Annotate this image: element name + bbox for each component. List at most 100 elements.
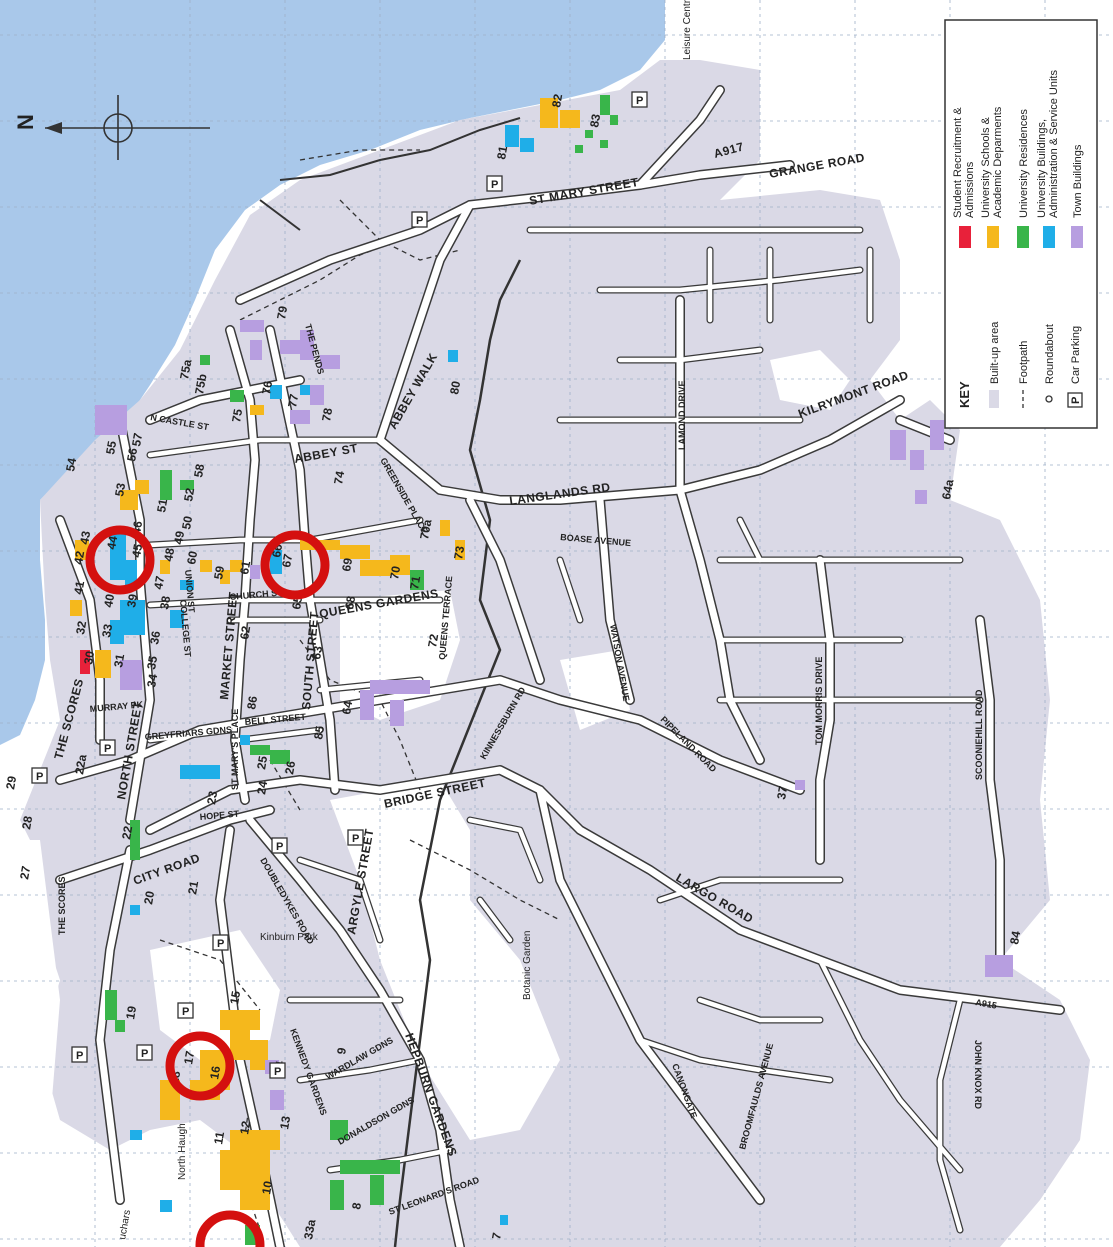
building-number: 78	[319, 407, 335, 423]
building-residences	[610, 115, 618, 125]
building-schools	[440, 520, 450, 536]
parking-icon	[31, 767, 48, 784]
building-number: 84	[1007, 930, 1023, 946]
road-fill	[246, 816, 464, 1247]
street-label-church: CHURCH ST	[229, 587, 283, 602]
building-number: 26	[282, 760, 298, 776]
key-recruitment-line1: Student Recruitment &	[952, 107, 964, 218]
building-residences	[200, 355, 210, 365]
key-recruitment-label: Student Recruitment & Admissions	[952, 104, 976, 218]
parking-icon	[271, 837, 288, 854]
key-schools-label: University Schools & Academic Deparments	[980, 106, 1004, 218]
building-number: 37	[774, 785, 790, 801]
road-fill	[146, 766, 1064, 1014]
building-number: 11	[211, 1130, 227, 1145]
building-number: 71	[407, 575, 423, 591]
lane-fill	[147, 597, 443, 608]
building-town	[280, 340, 300, 354]
street-label-murray_pk: MURRAY PK	[89, 699, 144, 714]
lane-fill	[737, 517, 763, 563]
building-number: 51	[154, 498, 170, 514]
building-number: 24	[254, 780, 270, 796]
building-number: 82	[549, 93, 565, 109]
building-admin	[120, 600, 145, 635]
building-number: 69	[339, 557, 355, 573]
building-number: 70	[387, 565, 403, 581]
key-schools-line2: Academic Deparments	[992, 106, 1004, 218]
key-footpath-label: Footpath	[1018, 341, 1030, 384]
building-number: 64a	[939, 478, 956, 500]
lane-fill	[697, 997, 823, 1023]
swatch-recruitment	[959, 226, 971, 248]
lane-fill	[297, 1057, 423, 1083]
place-label-kinburn: Kinburn Park	[260, 932, 319, 943]
building-number: 42	[71, 550, 87, 566]
building-number: 49	[171, 530, 187, 546]
building-admin	[240, 735, 250, 745]
building-schools	[135, 480, 149, 494]
building-number: 13	[277, 1115, 293, 1131]
swatch-town	[1071, 226, 1083, 248]
lane-fill	[237, 727, 323, 743]
key-roundabout-label: Roundabout	[1044, 324, 1056, 384]
building-number: 28	[19, 815, 35, 831]
building-number: 21	[185, 880, 201, 896]
building-schools	[340, 545, 370, 559]
harbour-wall	[279, 117, 521, 181]
building-town	[250, 565, 260, 579]
parking-letter: P	[36, 771, 43, 783]
building-schools	[95, 650, 111, 678]
building-town	[310, 385, 324, 405]
building-residences	[180, 480, 194, 490]
building-number: 25	[254, 755, 270, 771]
open-spaces	[0, 350, 850, 1247]
building-number: 59	[211, 565, 227, 581]
building-town	[390, 700, 404, 726]
street-label-john_knox: JOHN KNOX RD	[973, 1040, 983, 1110]
lane-fill	[597, 267, 863, 293]
building-town	[95, 405, 127, 435]
building-number: 7	[489, 1231, 504, 1240]
building-schools	[455, 540, 465, 560]
parking-icon	[486, 175, 503, 192]
road-fill	[536, 786, 764, 1204]
building-number: 40	[101, 593, 117, 609]
building-schools	[240, 1190, 270, 1210]
parking-icon	[411, 211, 428, 228]
building-number: 31	[111, 653, 127, 669]
parking-letter: P	[352, 833, 359, 845]
building-schools	[200, 560, 212, 572]
parking-letter: P	[217, 938, 224, 950]
key-admin-line2: Administration & Service Units	[1048, 70, 1060, 218]
road-fill	[376, 396, 904, 504]
lane-fill	[817, 957, 963, 1173]
compass: N	[13, 95, 210, 160]
building-schools	[70, 600, 82, 616]
place-label-leisure: Leisure Centre	[682, 0, 693, 60]
place-label-guthrie: uchars	[117, 1209, 133, 1240]
building-admin	[500, 1215, 508, 1225]
street-label-a915: A915	[975, 997, 998, 1011]
lane-fill	[297, 857, 383, 943]
building-number: 30	[81, 650, 97, 666]
building-number: 80	[447, 380, 463, 396]
building-admin	[160, 1200, 172, 1212]
building-residences	[575, 145, 583, 153]
pier	[259, 199, 301, 231]
building-town	[120, 660, 142, 690]
building-number: 62	[237, 625, 253, 641]
street-label-hope: HOPE ST	[199, 809, 240, 822]
parking-letter: P	[76, 1050, 83, 1062]
key-parking-label: Car Parking	[1070, 326, 1082, 384]
street-label-lamond: LAMOND DRIVE	[677, 381, 687, 451]
street-label-scooniehill: SCOONIEHILL ROAD	[974, 689, 984, 780]
key-built-up-label: Built-up area	[989, 321, 1001, 384]
lane-fill	[617, 347, 763, 363]
place-label-north_haugh: North Haugh	[177, 1123, 188, 1180]
building-schools	[540, 98, 558, 128]
building-number: 86	[244, 695, 260, 711]
building-residences	[410, 570, 424, 590]
building-number: 22	[119, 825, 135, 841]
